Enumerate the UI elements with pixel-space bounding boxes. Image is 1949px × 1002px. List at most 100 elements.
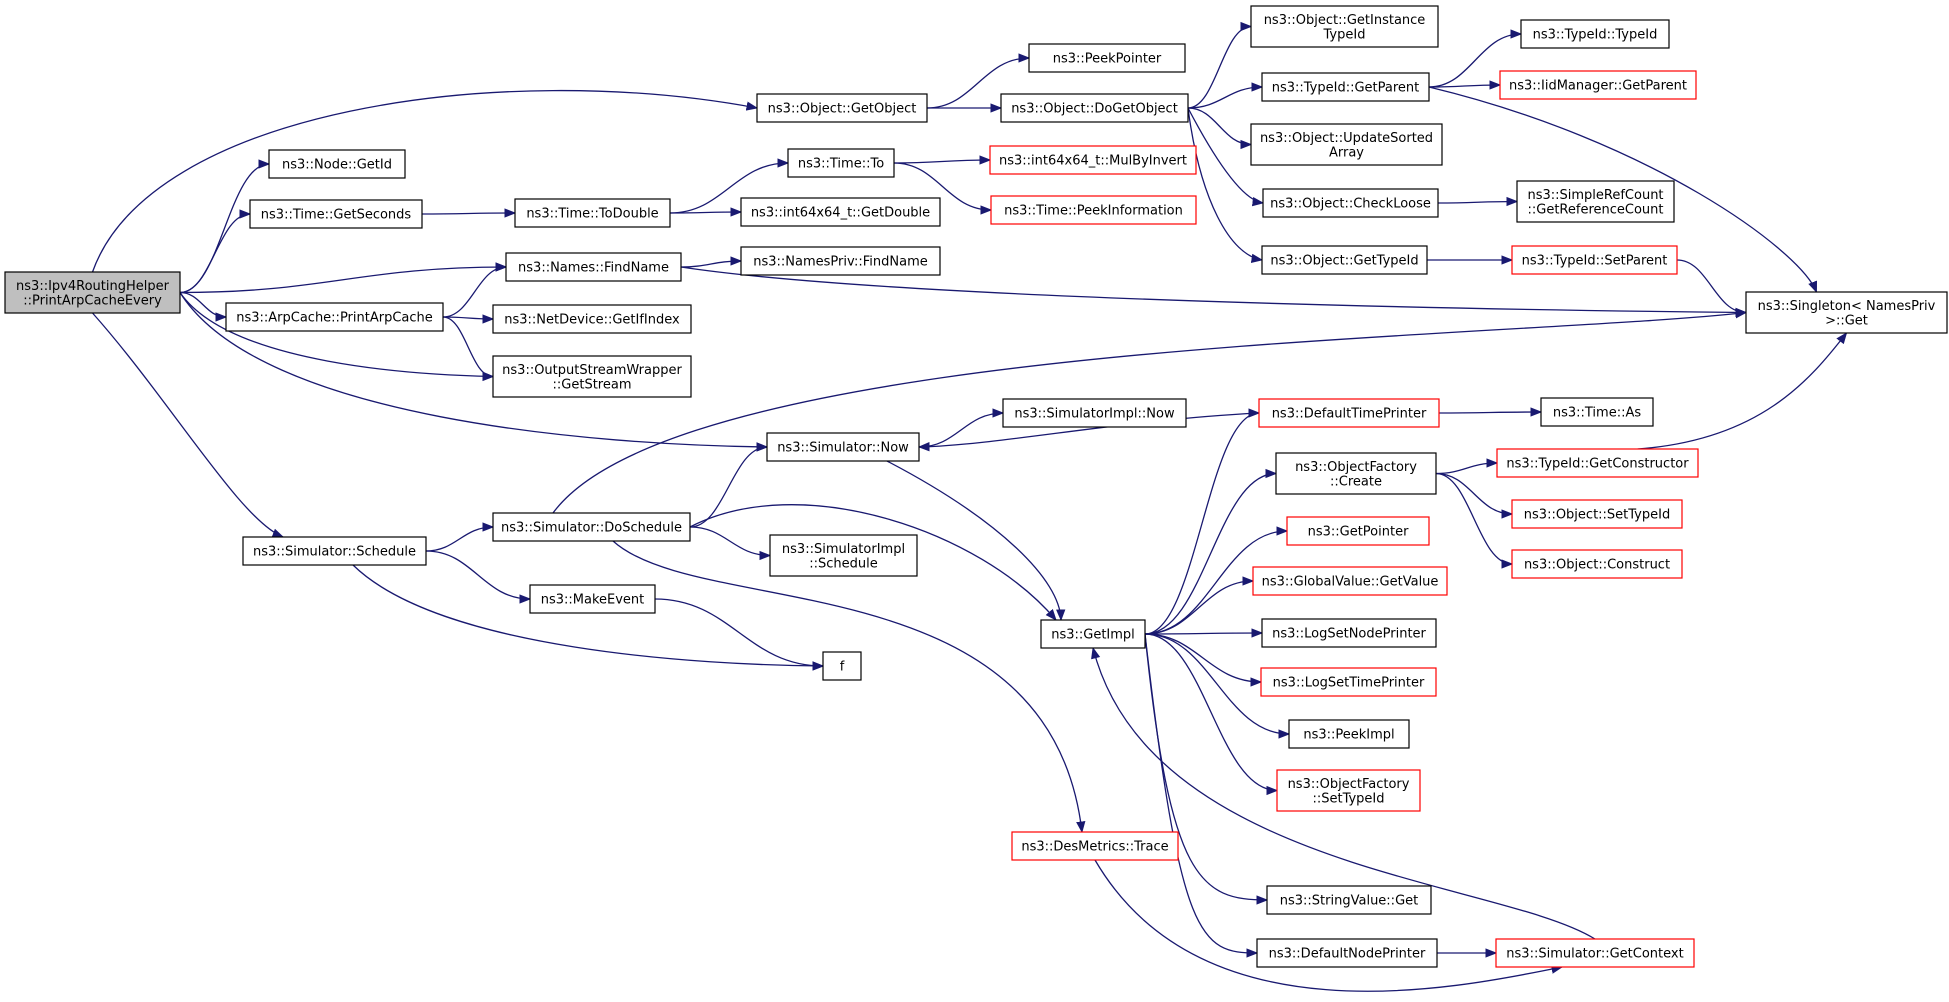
edge-getObject-to-peekPointer <box>926 53 1031 109</box>
node-box <box>740 197 941 227</box>
node-getPointer[interactable]: ns3::GetPointer <box>1286 516 1430 546</box>
node-singletonGet[interactable]: ns3::Singleton< NamesPriv >::Get <box>1745 291 1948 334</box>
node-simGetContext[interactable]: ns3::Simulator::GetContext <box>1495 938 1695 968</box>
node-label: ns3::int64x64_t::MulByInvert <box>999 154 1187 169</box>
node-getIfIndex[interactable]: ns3::NetDevice::GetIfIndex <box>492 304 692 334</box>
node-box <box>1499 70 1697 100</box>
node-typeIdGetConstructor[interactable]: ns3::TypeId::GetConstructor <box>1496 448 1699 478</box>
edge-printArpCache-to-getStream <box>442 316 495 382</box>
node-globalGetValue[interactable]: ns3::GlobalValue::GetValue <box>1252 566 1448 596</box>
node-timeTo[interactable]: ns3::Time::To <box>787 148 895 178</box>
node-label: ns3::Time::GetSeconds <box>261 208 412 223</box>
node-peekImpl[interactable]: ns3::PeekImpl <box>1288 719 1410 749</box>
edge-typeIdGetParent-to-singletonGet <box>1428 86 1818 294</box>
node-label: ns3::Time::ToDouble <box>526 207 658 222</box>
node-timeAs[interactable]: ns3::Time::As <box>1540 397 1654 427</box>
node-label: ns3::TypeId::TypeId <box>1533 28 1658 43</box>
node-doGetObject[interactable]: ns3::Object::DoGetObject <box>1000 93 1189 123</box>
node-label: ns3::TypeId::GetConstructor <box>1506 457 1689 472</box>
node-getStream[interactable]: ns3::OutputStreamWrapper::GetStream <box>492 355 692 398</box>
node-label: ns3::Time::To <box>798 157 884 172</box>
node-simNow[interactable]: ns3::Simulator::Now <box>766 432 920 462</box>
node-box <box>1516 180 1675 223</box>
node-getSeconds[interactable]: ns3::Time::GetSeconds <box>249 199 423 229</box>
node-label: ns3::Time::As <box>1553 406 1642 421</box>
node-typeIdGetParent[interactable]: ns3::TypeId::GetParent <box>1261 72 1430 102</box>
node-label: ns3::SimulatorImpl::Now <box>1014 407 1175 422</box>
edge-typeIdGetParent-to-iidGetParent <box>1428 80 1502 90</box>
node-label: f <box>840 660 845 675</box>
node-typeIdSetParent[interactable]: ns3::TypeId::SetParent <box>1511 245 1678 275</box>
edge-schedule-to-makeEvent <box>425 550 532 604</box>
node-label: ns3::Object::GetInstance <box>1264 13 1426 28</box>
node-label: ns3::GetImpl <box>1051 628 1135 643</box>
edge-root-to-simNow <box>179 292 769 452</box>
node-box <box>492 304 692 334</box>
node-f[interactable]: f <box>822 651 862 681</box>
node-box <box>1040 619 1146 649</box>
edge-getImpl-to-objFactorySetTypeId <box>1144 633 1279 796</box>
node-label: ::Schedule <box>809 556 878 571</box>
node-int64GetDouble[interactable]: ns3::int64x64_t::GetDouble <box>740 197 941 227</box>
node-iidGetParent[interactable]: ns3::IidManager::GetParent <box>1499 70 1697 100</box>
node-logSetNodePrinter[interactable]: ns3::LogSetNodePrinter <box>1261 618 1437 648</box>
node-box <box>505 252 682 282</box>
node-peekPointer[interactable]: ns3::PeekPointer <box>1028 43 1186 73</box>
node-findName[interactable]: ns3::Names::FindName <box>505 252 682 282</box>
node-box <box>1261 72 1430 102</box>
edge-objFactoryCreate-to-objSetTypeId <box>1435 472 1514 519</box>
edge-objFactoryCreate-to-typeIdGetConstructor <box>1435 458 1499 475</box>
edge-doSchedule-to-getImpl <box>689 504 1057 621</box>
node-mulByInvert[interactable]: ns3::int64x64_t::MulByInvert <box>989 145 1197 175</box>
node-toDouble[interactable]: ns3::Time::ToDouble <box>514 198 671 228</box>
node-getImpl[interactable]: ns3::GetImpl <box>1040 619 1146 649</box>
node-label: ns3::LogSetNodePrinter <box>1272 627 1426 642</box>
node-box <box>1028 43 1186 73</box>
node-checkLoose[interactable]: ns3::Object::CheckLoose <box>1262 188 1439 218</box>
node-label: >::Get <box>1825 313 1868 328</box>
node-box <box>1286 516 1430 546</box>
node-objFactoryCreate[interactable]: ns3::ObjectFactory::Create <box>1275 452 1437 495</box>
edge-typeIdGetParent-to-typeIdTypeId <box>1428 29 1523 88</box>
node-simImplNow[interactable]: ns3::SimulatorImpl::Now <box>1002 398 1187 428</box>
node-printArpCache[interactable]: ns3::ArpCache::PrintArpCache <box>225 302 444 332</box>
node-objConstruct[interactable]: ns3::Object::Construct <box>1511 549 1683 579</box>
edge-defaultTimePrinter-to-simNow <box>917 412 1260 452</box>
node-typeIdTypeId[interactable]: ns3::TypeId::TypeId <box>1520 19 1670 49</box>
node-box <box>249 199 423 229</box>
node-objGetTypeId[interactable]: ns3::Object::GetTypeId <box>1261 245 1428 275</box>
node-schedule[interactable]: ns3::Simulator::Schedule <box>242 536 427 566</box>
node-box <box>822 651 862 681</box>
node-box <box>225 302 444 332</box>
node-root[interactable]: ns3::Ipv4RoutingHelper::PrintArpCacheEve… <box>4 271 181 314</box>
node-label: ns3::Object::CheckLoose <box>1270 197 1431 212</box>
edge-doGetObject-to-objGetTypeId <box>1187 107 1264 263</box>
edge-getImpl-to-objFactoryCreate <box>1144 468 1278 635</box>
node-label: ns3::Names::FindName <box>518 261 669 276</box>
node-stringValueGet[interactable]: ns3::StringValue::Get <box>1266 885 1432 915</box>
edge-toDouble-to-timeTo <box>669 158 790 214</box>
node-doSchedule[interactable]: ns3::Simulator::DoSchedule <box>492 512 691 542</box>
node-peekInfo[interactable]: ns3::Time::PeekInformation <box>990 195 1197 225</box>
node-namesPrivFind[interactable]: ns3::NamesPriv::FindName <box>740 246 941 276</box>
node-logSetTimePrinter[interactable]: ns3::LogSetTimePrinter <box>1260 667 1437 697</box>
node-objSetTypeId[interactable]: ns3::Object::SetTypeId <box>1511 499 1683 529</box>
node-label: ns3::NetDevice::GetIfIndex <box>504 313 680 328</box>
node-getId[interactable]: ns3::Node::GetId <box>268 149 406 179</box>
edge-root-to-findName <box>179 262 508 294</box>
edge-doSchedule-to-simNow <box>689 442 769 528</box>
node-defaultTimePrinter[interactable]: ns3::DefaultTimePrinter <box>1258 398 1440 428</box>
node-label: ns3::PeekPointer <box>1053 52 1162 67</box>
node-simpleRefCount[interactable]: ns3::SimpleRefCount::GetReferenceCount <box>1516 180 1675 223</box>
node-objFactorySetTypeId[interactable]: ns3::ObjectFactory::SetTypeId <box>1276 769 1421 812</box>
node-makeEvent[interactable]: ns3::MakeEvent <box>529 584 656 614</box>
node-desTrace[interactable]: ns3::DesMetrics::Trace <box>1011 831 1179 861</box>
node-simImplSchedule[interactable]: ns3::SimulatorImpl::Schedule <box>769 534 918 577</box>
node-label: ns3::PeekImpl <box>1303 728 1394 743</box>
node-label: ns3::Object::UpdateSorted <box>1260 131 1433 146</box>
node-label: ns3::Time::PeekInformation <box>1004 204 1183 219</box>
node-defaultNodePrinter[interactable]: ns3::DefaultNodePrinter <box>1256 938 1438 968</box>
node-getObject[interactable]: ns3::Object::GetObject <box>756 93 928 123</box>
